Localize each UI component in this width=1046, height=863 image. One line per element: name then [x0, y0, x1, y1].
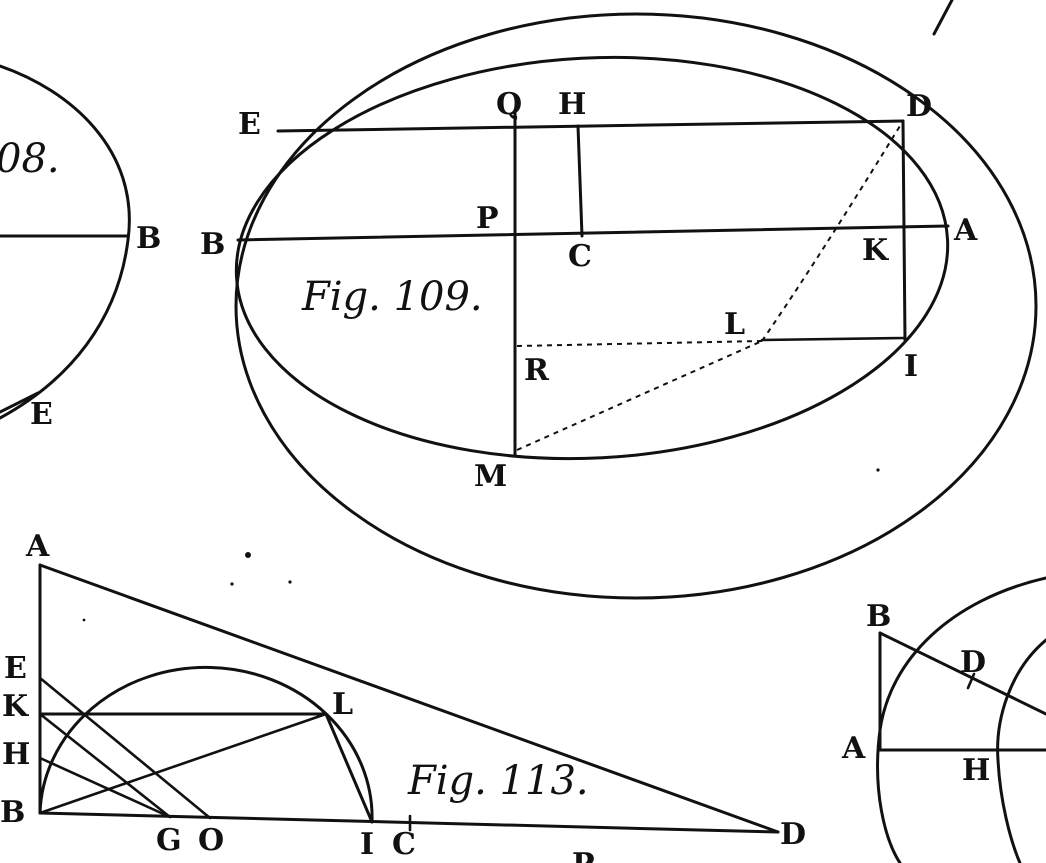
fig113-label-p: P	[572, 847, 595, 863]
right-line-bd	[878, 631, 1046, 716]
right-label-d: D	[960, 645, 986, 680]
fig109-label-r: R	[524, 353, 550, 388]
speck-mark	[230, 582, 234, 586]
fig113-line-ad	[38, 563, 780, 834]
fig109-line-ed	[276, 119, 905, 133]
figure-109: Fig. 109. E Q H D B P C K A L R I M	[200, 12, 1038, 600]
fig109-label-k: K	[862, 233, 889, 268]
fig113-caption: Fig. 113.	[407, 758, 589, 804]
fig109-label-c: C	[568, 239, 592, 274]
fig113-label-o: O	[198, 823, 224, 858]
fig108-chord-e	[0, 391, 40, 414]
fig113-line-kg	[38, 712, 172, 819]
fig109-dashed-ml	[516, 340, 763, 451]
fig113-label-e: E	[4, 651, 27, 686]
fig108-label-b: B	[136, 221, 161, 256]
figure-right-partial: B D A H	[841, 576, 1046, 863]
right-label-a: A	[841, 731, 866, 766]
fig109-large-ellipse	[234, 12, 1038, 600]
fig108-label-e: E	[30, 397, 53, 432]
fig109-dashed-ld	[761, 120, 904, 342]
fig109-inner-ellipse	[234, 55, 950, 461]
fig113-line-eo	[38, 676, 212, 820]
fig109-axis-ba	[236, 224, 950, 242]
fig109-label-d: D	[906, 89, 932, 124]
fig109-label-p: P	[476, 201, 499, 236]
fig109-line-hc	[576, 124, 584, 238]
fig113-label-g: G	[156, 823, 182, 858]
right-label-h: H	[962, 753, 990, 788]
fig109-line-li	[760, 336, 907, 342]
fig109-label-a: A	[953, 213, 978, 248]
figure-113: Fig. 113. A E K L H B G O I C D P	[0, 529, 806, 863]
figure-108: 08. B E	[0, 64, 161, 432]
speck-mark	[82, 618, 86, 622]
fig113-line-bl	[38, 712, 328, 815]
fig113-line-hg	[38, 756, 172, 819]
fig113-label-i: I	[360, 827, 374, 862]
fig113-line-li	[324, 712, 374, 824]
fig113-label-b: B	[0, 795, 25, 830]
right-inner-circle	[996, 638, 1046, 863]
fig113-label-a: A	[25, 529, 50, 564]
fig109-line-di	[901, 119, 907, 342]
fig109-label-q: Q	[496, 87, 522, 122]
fig109-label-l: L	[724, 307, 745, 342]
fig113-label-h: H	[2, 737, 30, 772]
fig113-label-d: D	[780, 817, 806, 852]
plate-marks	[82, 0, 954, 622]
fig109-label-m: M	[474, 459, 507, 494]
corner-stroke-mark	[932, 0, 954, 36]
fig113-label-k: K	[2, 689, 29, 724]
fig113-label-c: C	[392, 827, 416, 862]
fig109-label-h: H	[558, 87, 586, 122]
fig109-label-i: I	[904, 349, 918, 384]
fig109-caption: Fig. 109.	[301, 274, 483, 320]
fig113-label-l: L	[332, 687, 353, 722]
right-tick-d	[966, 672, 976, 690]
speck-mark	[245, 552, 251, 558]
speck-mark	[288, 580, 292, 584]
fig109-label-b: B	[200, 227, 225, 262]
fig109-dashed-rl	[516, 340, 763, 347]
speck-mark	[876, 468, 880, 472]
fig113-semicircle	[38, 665, 374, 824]
fig108-caption: 08.	[0, 136, 60, 182]
right-label-b: B	[866, 599, 891, 634]
fig109-label-e: E	[238, 107, 261, 142]
fig108-ellipse-arc	[0, 64, 131, 420]
right-outer-circle	[876, 576, 1046, 863]
